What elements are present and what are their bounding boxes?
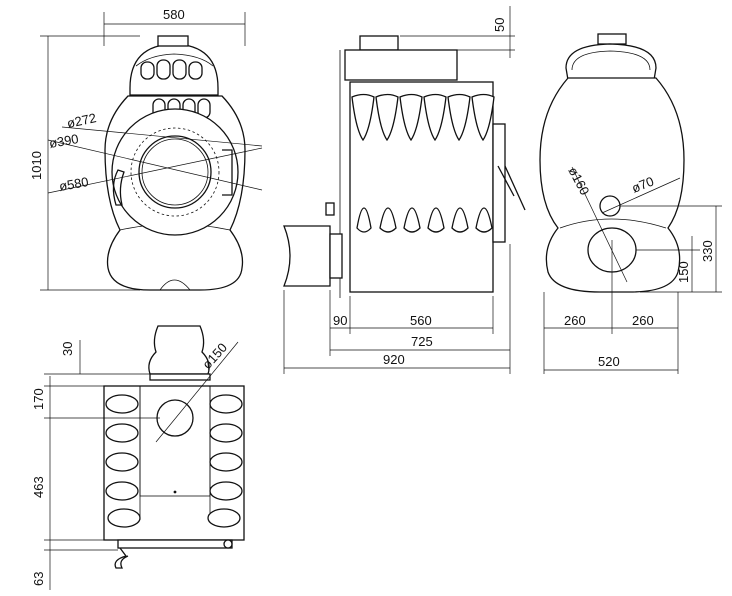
dim-front-dia-272: ø272 [66,110,98,131]
top-flue [148,325,210,375]
front-ash-port [159,279,191,291]
front-side-handle [112,169,125,206]
dim-rear-half-left: 260 [564,313,586,328]
top-view: ø150 30 170 463 63 [31,325,245,590]
rear-view: ø160 ø70 330 150 260 260 520 [539,33,722,374]
front-door-glass [141,138,209,206]
dim-side-body: 560 [410,313,432,328]
dim-top-63: 63 [31,572,46,586]
dim-rear-h-150: 150 [676,261,691,283]
dim-rear-half-right: 260 [632,313,654,328]
side-rear-flue [283,225,331,287]
dim-top-170: 170 [31,388,46,410]
side-view: 50 90 560 725 920 [283,6,526,374]
dim-rear-width: 520 [598,354,620,369]
dim-top-463: 463 [31,476,46,498]
rear-top-flue [597,33,627,45]
dim-top-30: 30 [60,342,75,356]
top-door [117,539,233,549]
top-ribs-left [105,394,141,528]
dim-side-rear: 90 [333,313,347,328]
top-view-vents [173,490,177,494]
front-vent-ring [130,127,220,217]
front-door-ring [138,135,212,209]
front-top-flue-stub [157,35,189,47]
dim-side-top-offset: 50 [492,18,507,32]
top-ribs-right [207,394,243,528]
dim-front-height: 1010 [29,151,44,180]
side-door [492,123,506,243]
side-lower-ribs [356,207,493,233]
top-flue-hole [156,399,194,437]
dim-front-width: 580 [163,7,185,22]
front-door-handle [222,149,233,196]
dim-side-mid: 725 [411,334,433,349]
dim-rear-h-330: 330 [700,240,715,262]
rear-body-outline [539,77,685,293]
front-view: 580 1010 ø272 ø390 ø580 [29,7,263,291]
dim-side-total: 920 [383,352,405,367]
side-body [349,81,494,293]
front-top-ribs [135,53,214,80]
rear-lower-dome [559,218,667,229]
dim-front-dia-580: ø580 [58,174,90,194]
side-top-flue [359,35,399,51]
side-upper-ribs [351,93,495,142]
dim-front-dia-390: ø390 [48,131,80,151]
side-rear-collar [329,233,343,279]
side-top-chamber [344,49,458,81]
